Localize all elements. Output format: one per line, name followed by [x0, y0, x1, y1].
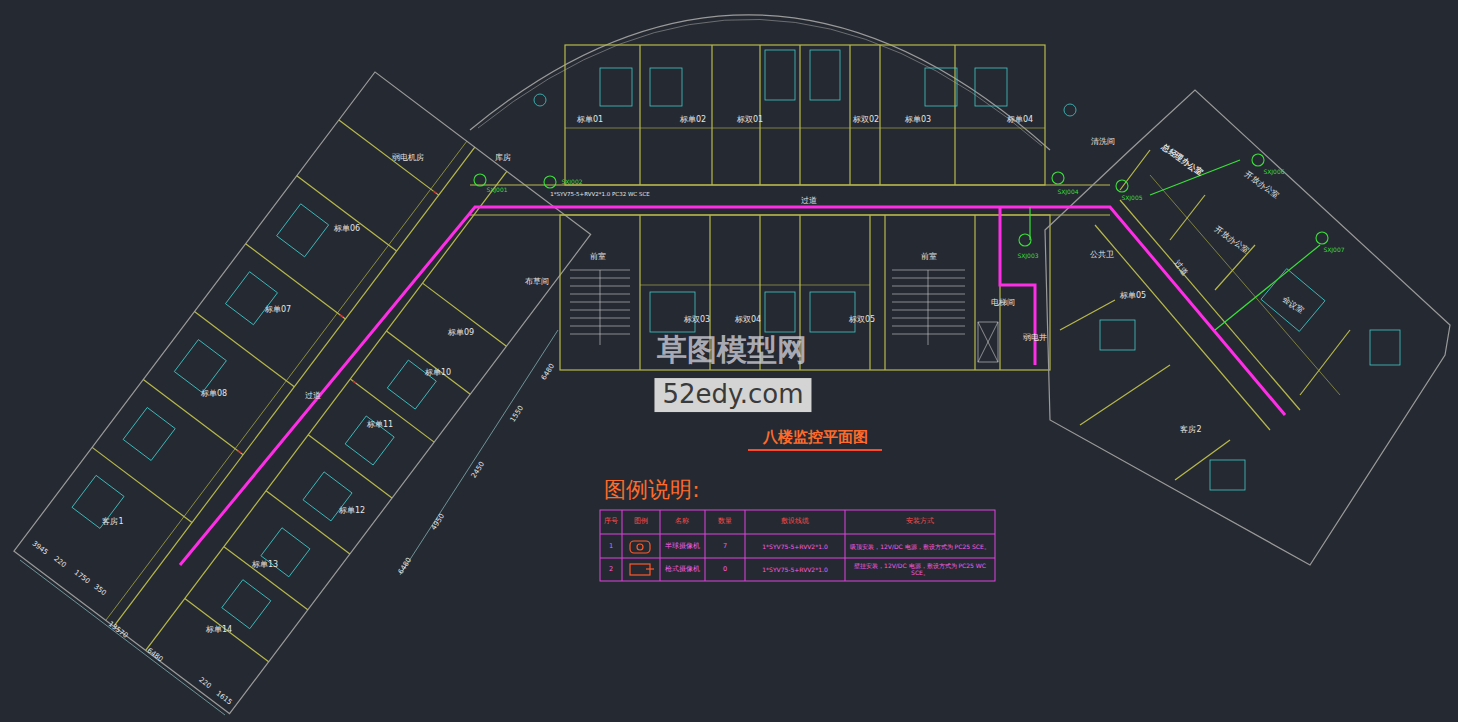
- table-cell: 半球摄像机: [665, 543, 700, 550]
- room-label: 会议室: [1281, 294, 1306, 315]
- camera-tag: SXJ003: [1017, 253, 1038, 260]
- table-cell: 吸顶安装，12V/DC 电源，敷设方式为 PC25 SCE。: [848, 544, 993, 551]
- room-label: 电梯间: [991, 298, 1015, 307]
- room-label: 标单01: [577, 115, 603, 124]
- room-label: 前室: [921, 252, 937, 261]
- room-label: 库房: [495, 153, 511, 162]
- room-label: 标双03: [684, 315, 710, 324]
- room-label: 客房1: [102, 517, 123, 526]
- room-label: 前室: [590, 252, 606, 261]
- room-label: 标单05: [1120, 291, 1146, 300]
- camera-tag: SXJ007: [1323, 247, 1344, 254]
- cable-note: 1*SYV75-5+RVV2*1.0 PC32 WC SCE: [550, 191, 649, 197]
- dimension: 6480: [540, 362, 556, 381]
- table-cell: 0: [723, 566, 727, 573]
- table-cell: 图例: [634, 518, 648, 525]
- room-label: 弱电机房: [392, 153, 424, 162]
- table-cell: 1: [609, 543, 613, 550]
- room-label: 布草间: [525, 277, 549, 286]
- dimension: 1550: [509, 404, 525, 423]
- dimension: 220: [52, 555, 68, 569]
- room-label: 标单07: [265, 305, 291, 314]
- camera-tag: SXJ005: [1121, 195, 1142, 202]
- dimension: 13570: [107, 620, 130, 640]
- dimension: 6480: [145, 646, 164, 663]
- table-cell: 1*SYV75-5+RVV2*1.0: [747, 544, 843, 551]
- room-label: 标双05: [849, 315, 875, 324]
- room-label: 标单11: [367, 420, 393, 429]
- room-label: 标单09: [448, 328, 474, 337]
- table-cell: 名称: [675, 518, 689, 525]
- legend-heading: 图例说明:: [604, 477, 699, 502]
- plan-title: 八楼监控平面图: [763, 429, 868, 446]
- corridor-label: 过道: [305, 391, 321, 400]
- room-label: 标单08: [201, 389, 227, 398]
- camera-tag: SXJ001: [486, 187, 507, 194]
- corridor-label: 过道: [1172, 259, 1189, 277]
- room-label: 标单04: [1007, 115, 1033, 124]
- room-label: 标单14: [206, 625, 232, 634]
- table-cell: 数量: [718, 518, 732, 525]
- dimension: 4950: [430, 512, 446, 531]
- table-cell: 1*SYV75-5+RVV2*1.0: [747, 567, 843, 574]
- table-cell: 序号: [604, 518, 618, 525]
- watermark: 52edy.com: [654, 378, 811, 412]
- room-label: 标单12: [339, 506, 365, 515]
- room-label: 公共卫: [1090, 250, 1114, 259]
- camera-tag: SXJ002: [561, 179, 582, 186]
- watermark: 草图模型网: [657, 333, 807, 368]
- table-cell: 7: [723, 543, 727, 550]
- room-label: 标双04: [735, 315, 761, 324]
- room-label: 标单03: [905, 115, 931, 124]
- dimension: 3945: [30, 539, 49, 556]
- dimension: 6480: [397, 556, 413, 575]
- room-label: 标单02: [680, 115, 706, 124]
- room-label: 弱电井: [1023, 333, 1047, 342]
- room-label: 标双01: [737, 115, 763, 124]
- room-label: 清洗间: [1091, 137, 1115, 146]
- room-label: 标单06: [334, 224, 360, 233]
- table-cell: 壁挂安装，12V/DC 电源，敷设方式为 PC25 WC SCE。: [848, 563, 993, 577]
- room-label: 标单13: [252, 560, 278, 569]
- room-label: 标单10: [425, 368, 451, 377]
- corridor-label: 过道: [801, 196, 817, 205]
- room-label: 开放办公室: [1213, 225, 1251, 255]
- room-label: 标双02: [853, 115, 879, 124]
- room-label: 总经理办公室: [1160, 142, 1205, 177]
- dimension: 350: [92, 583, 108, 597]
- dimension: 1750: [72, 568, 91, 585]
- table-cell: 敷设线缆: [781, 518, 809, 525]
- camera-tag: SXJ006: [1263, 169, 1284, 176]
- dimension: 220: [197, 676, 213, 690]
- table-cell: 枪式摄像机: [665, 566, 700, 573]
- table-cell: 安装方式: [906, 518, 934, 525]
- table-cell: 2: [609, 566, 613, 573]
- camera-tag: SXJ004: [1057, 189, 1078, 196]
- room-label: 客房2: [1180, 425, 1201, 434]
